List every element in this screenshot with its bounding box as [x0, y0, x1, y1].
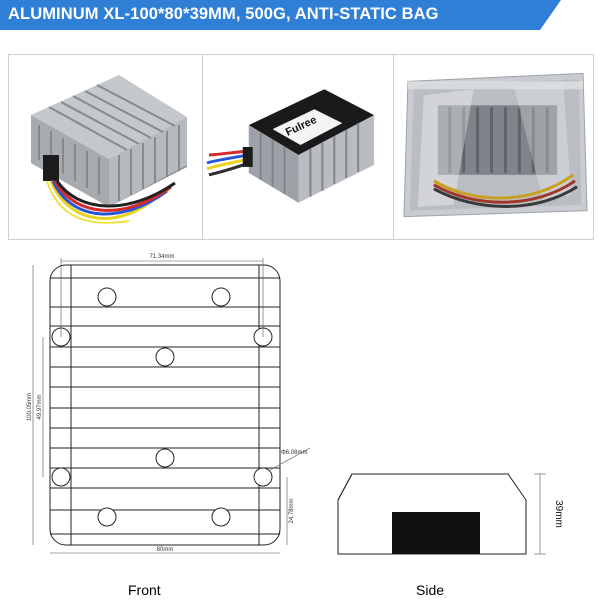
converter-angled-photo [9, 55, 201, 239]
banner-notch [540, 0, 600, 30]
dim-right-label: 24.78mm [289, 498, 295, 523]
front-caption: Front [128, 582, 161, 598]
title-banner: ALUMINUM XL-100*80*39MM, 500G, ANTI-STAT… [0, 0, 600, 30]
banner-title: ALUMINUM XL-100*80*39MM, 500G, ANTI-STAT… [8, 5, 439, 23]
dim-top-label: 71.34mm [149, 254, 174, 260]
converter-labeled-photo: Fulree [202, 55, 392, 239]
converter-labeled-image: Fulree [203, 55, 392, 239]
side-view-drawing: 39mm [337, 473, 564, 555]
dim-bottom-label: 80mm [157, 547, 174, 553]
side-caption: Side [416, 582, 445, 598]
technical-drawings: 71.34mm 80mm 49.97mm 100.05mm 24.78mm Φ6… [0, 250, 600, 600]
dim-hole-label: Φ6.08mm [281, 450, 307, 456]
side-connector-block [392, 512, 480, 554]
converter-in-bag-image [394, 55, 593, 239]
front-view-drawing: 71.34mm 80mm 49.97mm 100.05mm 24.78mm Φ6… [27, 254, 311, 554]
dim-height-label: 39mm [553, 500, 564, 528]
converter-angled-image [9, 55, 201, 239]
converter-in-bag-photo [393, 55, 593, 239]
dim-left-inner-label: 49.97mm [37, 394, 43, 419]
dim-left-outer-label: 100.05mm [27, 393, 33, 421]
photo-strip: Fulree [8, 54, 594, 240]
